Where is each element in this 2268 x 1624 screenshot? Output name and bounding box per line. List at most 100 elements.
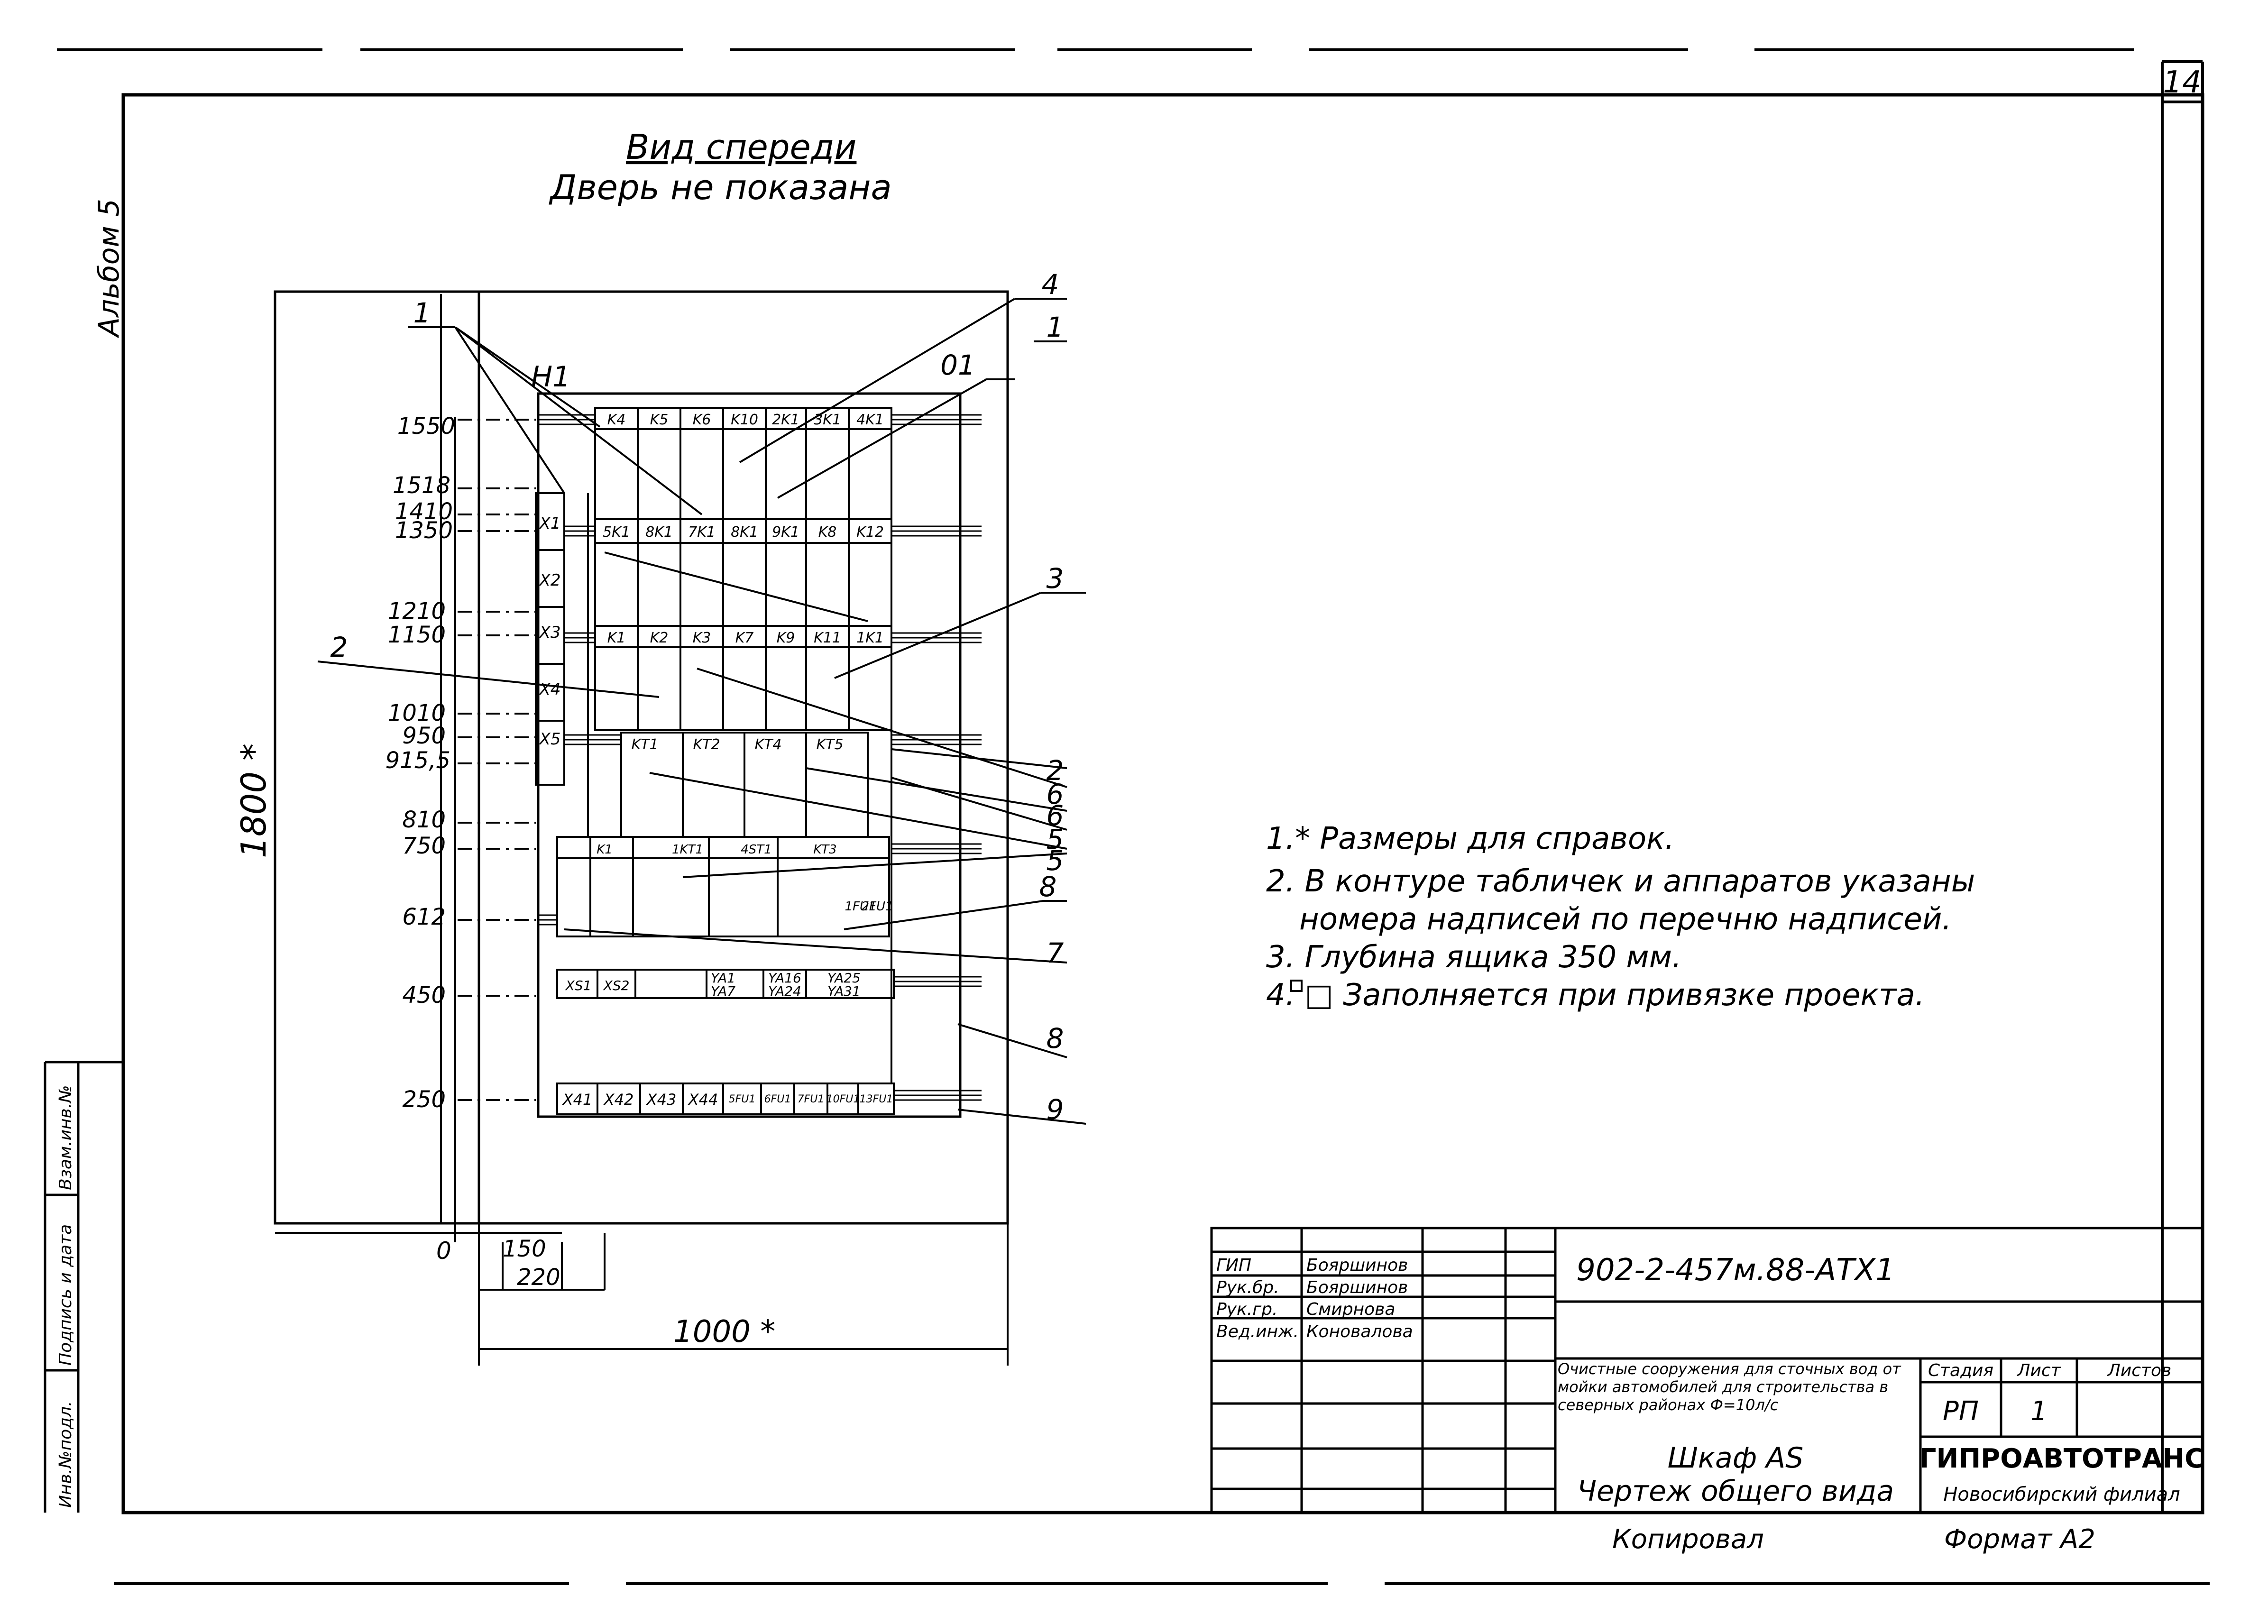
fuse-label: 6FU1	[764, 1093, 791, 1105]
terminal-label: X42	[603, 1091, 634, 1109]
note-3: 3. Глубина ящика 350 мм.	[1266, 940, 1681, 975]
valve-label: YA31	[827, 983, 861, 999]
width-dimension: 1000 *	[673, 1314, 775, 1349]
device-label: 8K1	[645, 524, 673, 541]
view-title: Вид спереди	[626, 127, 856, 167]
terminal-label: X43	[646, 1091, 677, 1109]
dim-220: 220	[517, 1264, 560, 1291]
device-label: KT3	[813, 843, 836, 857]
fuse-label: 7FU1	[798, 1093, 825, 1105]
callout-number: 8	[1047, 1022, 1064, 1055]
level-label: 1518	[393, 472, 450, 499]
device-label: K8	[818, 524, 837, 541]
callout-number: 3	[1047, 562, 1064, 595]
branch: Новосибирский филиал	[1943, 1484, 2180, 1505]
role-label: Вед.инж.	[1216, 1322, 1299, 1341]
level-label: 1010	[388, 700, 446, 726]
device-label: KT2	[693, 736, 720, 753]
margin-label-replace: Взам.инв.№	[56, 1085, 75, 1190]
device-label: 3K1	[814, 412, 841, 428]
din-rails	[538, 414, 982, 1101]
callout-number: 2	[1047, 754, 1064, 787]
callout-number: 4	[1042, 268, 1059, 301]
device-label: K5	[650, 412, 669, 428]
level-label: 1150	[388, 622, 446, 648]
name-label: Бояршинов	[1306, 1278, 1408, 1297]
dim-150: 150	[503, 1236, 546, 1262]
terminal-label: X5	[539, 730, 561, 749]
socket-label: XS2	[603, 978, 630, 993]
level-label: 1550	[397, 413, 455, 440]
callout-number: 1	[1047, 311, 1064, 343]
valve-label: YA7	[711, 983, 735, 999]
device-label: 4ST1	[741, 843, 771, 857]
view-subtitle: Дверь не показана	[549, 167, 892, 207]
dimension-ticks	[275, 294, 1009, 1366]
project-description: Очистные сооружения для сточных вод от м…	[1558, 1360, 1901, 1414]
device-label: KT4	[754, 736, 781, 753]
name-label: Смирнова	[1306, 1300, 1395, 1319]
height-dimension: 1800 *	[234, 743, 274, 858]
cabinet-grid	[535, 407, 895, 1115]
sheet-number: 14	[2163, 65, 2201, 100]
callout-number: 5	[1047, 844, 1064, 877]
level-label: 1350	[395, 517, 453, 544]
terminal-label: X1	[539, 514, 561, 533]
scan-edge-top	[57, 48, 2210, 1585]
device-label: 2K1	[772, 412, 799, 428]
device-label: K10	[731, 412, 758, 428]
terminal-label: X2	[539, 571, 561, 590]
drawing-name-2: Чертеж общего вида	[1577, 1475, 1894, 1508]
device-label: 8K1	[731, 524, 758, 541]
device-label: 9K1	[772, 524, 799, 541]
valve-label: YA25	[827, 970, 861, 986]
level-label: 250	[402, 1086, 446, 1113]
leader-lines	[317, 298, 1086, 1125]
callout-number: 9	[1047, 1093, 1064, 1126]
device-label: K11	[814, 630, 841, 646]
terminal-label: X41	[562, 1091, 593, 1109]
name-label: Бояршинов	[1306, 1256, 1408, 1275]
device-label: 1KT1	[672, 843, 703, 857]
margin-label-sign: Подпись и дата	[56, 1224, 75, 1366]
note-2: 2. В контуре табличек и аппаратов указан…	[1266, 864, 1975, 899]
valve-label: YA1	[711, 970, 735, 986]
note-checkbox-icon	[1290, 980, 1303, 992]
copied-label: Копировал	[1612, 1524, 1764, 1555]
organization: ГИПРОАВТОТРАНС	[1919, 1443, 2204, 1474]
fuse-label: 13FU1	[860, 1093, 893, 1105]
origin-label: 0	[436, 1237, 451, 1265]
callout-number: 5	[1047, 823, 1064, 855]
level-label: 1410	[395, 498, 453, 525]
callout-number: 6	[1047, 799, 1064, 832]
device-label: K6	[693, 412, 711, 428]
device-label: K4	[607, 412, 626, 428]
margin-strip	[44, 1061, 123, 1513]
level-label: 1210	[388, 598, 446, 624]
device-label: K9	[777, 630, 795, 646]
device-label: K12	[856, 524, 884, 541]
level-label: 950	[402, 723, 446, 749]
callout-number: 7	[1047, 937, 1064, 969]
callout-number: 01	[940, 349, 975, 381]
level-label: 450	[402, 982, 446, 1009]
fuse-label: 10FU1	[826, 1093, 860, 1105]
valve-label: YA24	[768, 983, 801, 999]
title-block-grid	[1210, 1227, 2204, 1514]
format-label: Формат А2	[1944, 1524, 2095, 1555]
sheet-header: Лист	[2016, 1361, 2061, 1380]
drawing-code: 902-2-457м.88-АТХ1	[1576, 1253, 1895, 1288]
project-description-box: Очистные сооружения для сточных вод от м…	[1558, 1360, 1901, 1414]
callout-number: 2	[331, 631, 348, 663]
fuse-label: 1FU1	[845, 899, 876, 914]
role-label: ГИП	[1216, 1256, 1251, 1275]
level-label: 915,5	[386, 747, 450, 774]
margin-label-inv: Инв.№подл.	[56, 1401, 75, 1508]
stage-value: РП	[1943, 1396, 1979, 1427]
device-label: 1K1	[856, 630, 884, 646]
callout-number: 8	[1039, 871, 1057, 903]
album-label: Альбом 5	[92, 199, 126, 339]
device-label: 7K1	[688, 524, 716, 541]
role-label: Рук.гр.	[1216, 1300, 1277, 1319]
